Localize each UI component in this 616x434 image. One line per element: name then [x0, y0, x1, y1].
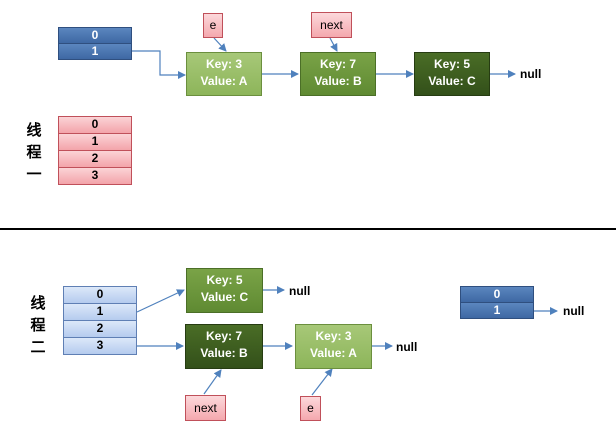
arrow-tag-next-bottom-to-key7	[203, 369, 222, 395]
top-node-key3-value: Value: A	[200, 74, 248, 88]
arrow-bucket1-to-key5	[136, 289, 185, 313]
top-node-key3: Key: 3 Value: A	[186, 52, 262, 96]
bottom-node-key3-value: Value: A	[310, 346, 357, 360]
arrow-tag-e-to-key3	[213, 37, 227, 52]
bottom-null-after-blue-table: null	[563, 304, 585, 318]
thread-two-label-char-1: 线	[30, 294, 46, 312]
bottom-node-key5-key: Key: 5	[206, 273, 243, 287]
top-tag-e: e	[203, 13, 223, 38]
top-pink-bucket-1: 1	[58, 133, 132, 151]
top-pink-bucket-2: 2	[58, 150, 132, 168]
arrow-top-bucket1-to-key3	[132, 50, 186, 79]
top-node-key5-key: Key: 5	[433, 57, 471, 71]
top-node-key7-key: Key: 7	[319, 57, 357, 71]
top-node-key5: Key: 5 Value: C	[414, 52, 490, 96]
thread-one-label-char-3: 一	[26, 165, 42, 183]
top-pink-bucket-3: 3	[58, 167, 132, 185]
bottom-null-after-key3: null	[396, 340, 418, 354]
bottom-node-key5: Key: 5 Value: C	[186, 268, 263, 313]
top-node-key7: Key: 7 Value: B	[300, 52, 376, 96]
bottom-blue-bucket-1: 1	[460, 302, 534, 319]
bottom-bucket-2: 2	[63, 320, 137, 338]
bottom-bucket-1: 1	[63, 303, 137, 321]
thread-two-label-char-3: 二	[30, 338, 46, 356]
bottom-blue-bucket-0: 0	[460, 286, 534, 303]
bottom-node-key7: Key: 7 Value: B	[185, 324, 263, 369]
thread-two-label-char-2: 程	[30, 316, 46, 334]
thread-one-label-char-2: 程	[26, 143, 42, 161]
bottom-bucket-3: 3	[63, 337, 137, 355]
arrow-tag-e-bottom-to-key3	[311, 368, 333, 396]
bottom-node-key3: Key: 3 Value: A	[295, 324, 372, 369]
bottom-node-key7-key: Key: 7	[205, 329, 243, 343]
bottom-node-key5-value: Value: C	[200, 290, 249, 304]
bottom-node-key7-value: Value: B	[200, 346, 248, 360]
bottom-tag-e: e	[300, 396, 321, 421]
top-node-key3-key: Key: 3	[205, 57, 243, 71]
top-node-key5-value: Value: C	[428, 74, 476, 88]
arrow-tag-next-to-key7	[329, 37, 338, 52]
bottom-null-after-key5: null	[289, 284, 311, 298]
top-null-label: null	[520, 67, 542, 81]
bottom-node-key3-key: Key: 3	[315, 329, 352, 343]
bottom-bucket-0: 0	[63, 286, 137, 304]
top-tag-next: next	[311, 12, 352, 38]
top-blue-bucket-1: 1	[58, 43, 132, 60]
top-node-key7-value: Value: B	[314, 74, 362, 88]
bottom-tag-next: next	[185, 395, 226, 421]
thread-one-label-char-1: 线	[26, 121, 42, 139]
top-pink-bucket-0: 0	[58, 116, 132, 134]
top-blue-bucket-0: 0	[58, 27, 132, 44]
